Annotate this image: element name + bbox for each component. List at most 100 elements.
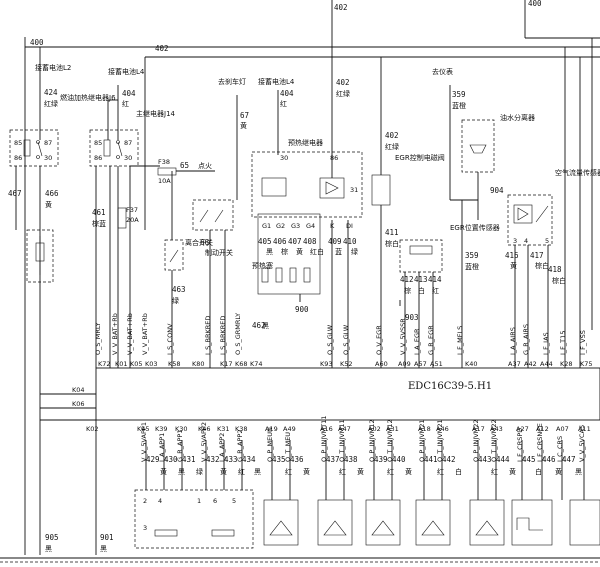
- wire-color: 棕白: [385, 239, 399, 248]
- svg-text:443: 443: [478, 455, 492, 464]
- crank-sensor: [511, 499, 553, 546]
- wire-label: 402: [155, 44, 169, 53]
- pin-label: 85: [94, 139, 102, 147]
- oil-separator-box: [461, 119, 495, 173]
- svg-text:O_T_MEU: O_T_MEU: [284, 432, 292, 462]
- cam-sensor: [569, 499, 600, 546]
- svg-text:O_S_GRMRLY: O_S_GRMRLY: [234, 313, 242, 355]
- relay-j-left: [9, 129, 59, 167]
- svg-text:K46: K46: [198, 425, 211, 433]
- svg-text:DI: DI: [346, 222, 353, 230]
- ecu-name: EDC16C39-5.H1: [408, 381, 492, 392]
- svg-text:K80: K80: [192, 360, 205, 368]
- svg-text:I_F_MFLS: I_F_MFLS: [456, 326, 464, 355]
- ecu-bottom-pins: K45 K39 K30 K46 K31 K38 A19 A49 A16 A47 …: [137, 425, 591, 433]
- svg-text:438: 438: [344, 455, 358, 464]
- svg-text:K39: K39: [155, 425, 168, 433]
- svg-text:黑: 黑: [266, 248, 273, 256]
- svg-text:黑: 黑: [178, 468, 185, 476]
- svg-text:433: 433: [224, 455, 238, 464]
- svg-text:黄: 黄: [357, 467, 364, 476]
- wire-color: 黑: [262, 322, 269, 330]
- wire-label: 66: [200, 238, 210, 247]
- svg-text:棕: 棕: [281, 247, 288, 256]
- wire-color: 绿: [172, 296, 179, 305]
- svg-text:K38: K38: [235, 425, 248, 433]
- wire-color: 黑: [45, 545, 52, 553]
- relay-switch: [117, 141, 123, 157]
- fuse-label: 20A: [126, 216, 139, 224]
- svg-text:I_S_BRKRED: I_S_BRKRED: [204, 316, 212, 355]
- svg-text:O_S_GLW: O_S_GLW: [342, 324, 350, 355]
- wire-color: 黄: [240, 121, 247, 130]
- wire-color: 黄: [510, 261, 517, 270]
- svg-text:I_S_CONV: I_S_CONV: [166, 323, 174, 355]
- wire-label: 67: [240, 111, 249, 120]
- svg-text:440: 440: [392, 455, 406, 464]
- wire-label: 402: [334, 3, 348, 12]
- pin-label: 30: [44, 154, 52, 162]
- wire-label: 404: [122, 89, 136, 98]
- svg-text:G_R_AIRS: G_R_AIRS: [522, 324, 530, 355]
- label: 去仪表: [432, 67, 453, 76]
- svg-text:447: 447: [562, 455, 576, 464]
- preheat-relay-switch: [261, 177, 287, 197]
- svg-text:黄: 黄: [405, 467, 412, 476]
- batt-label: 接蓄电池L2: [35, 63, 71, 72]
- glow-plug-outputs: G1 G2 G3 G4 K DI 405 406 407 408 409 410…: [258, 222, 358, 256]
- svg-text:G_R_APP1: G_R_APP1: [176, 430, 184, 462]
- svg-text:V_V_BAT+Rb: V_V_BAT+Rb: [141, 313, 149, 355]
- svg-text:V_V_5VAPP2: V_V_5VAPP2: [200, 422, 208, 462]
- wire-label: 402: [336, 78, 350, 87]
- svg-text:A27: A27: [516, 425, 529, 433]
- svg-text:A47: A47: [338, 425, 351, 433]
- svg-text:A44: A44: [540, 360, 553, 368]
- egr-sensor-box: [399, 239, 443, 273]
- svg-text:429: 429: [146, 455, 160, 464]
- svg-text:V_V_5VSSR: V_V_5VSSR: [399, 318, 407, 355]
- svg-text:A16: A16: [320, 425, 333, 433]
- wire-label: 900: [295, 305, 309, 314]
- svg-text:A09: A09: [398, 360, 411, 368]
- wire-color: 红: [432, 286, 439, 295]
- wire-color: 红绿: [385, 142, 399, 151]
- svg-text:K17: K17: [220, 360, 233, 368]
- svg-text:G3: G3: [291, 222, 300, 230]
- wire-label: 463: [172, 285, 186, 294]
- pin-label: 30: [124, 154, 132, 162]
- pin-label: 3: [513, 237, 517, 245]
- svg-text:O_T_INJVM22: O_T_INJVM22: [490, 419, 498, 462]
- injector-3: [415, 499, 451, 546]
- svg-text:I_F_IAS: I_F_IAS: [542, 332, 550, 355]
- svg-text:434: 434: [242, 455, 256, 464]
- ecu-bottom-signals: V_V_5VAPP1 I_A_APP1 G_R_APP1 V_V_5VAPP2 …: [140, 415, 586, 462]
- svg-text:G_R_APP2: G_R_APP2: [236, 430, 244, 462]
- svg-text:K28: K28: [560, 360, 573, 368]
- switch-label: 制动开关: [205, 248, 233, 257]
- svg-text:441: 441: [424, 455, 438, 464]
- svg-text:黑: 黑: [575, 468, 582, 476]
- svg-text:红白: 红白: [310, 247, 324, 256]
- svg-text:410: 410: [343, 237, 357, 246]
- amplifier-symbol: [325, 181, 339, 195]
- svg-text:I_F_VSS: I_F_VSS: [579, 330, 587, 355]
- svg-text:432: 432: [206, 455, 220, 464]
- wire-label: 905: [45, 533, 59, 542]
- clutch-switch-box: [164, 239, 184, 271]
- batt-label: 接蓄电池L4: [108, 67, 145, 76]
- wire-label: 400: [30, 38, 44, 47]
- heater-box: [26, 229, 54, 283]
- svg-text:3: 3: [143, 524, 147, 532]
- svg-text:O_S_GLW: O_S_GLW: [326, 324, 334, 355]
- svg-text:G1: G1: [262, 222, 271, 230]
- svg-text:K31: K31: [217, 425, 230, 433]
- relay-name: 预热继电器: [288, 138, 323, 147]
- relay-j14: [89, 129, 139, 167]
- svg-text:绿: 绿: [196, 467, 203, 476]
- wire-label: 402: [385, 131, 399, 140]
- svg-text:I_A_APP1: I_A_APP1: [158, 433, 166, 462]
- svg-text:2: 2: [143, 497, 147, 505]
- ecu-box: [95, 367, 600, 421]
- svg-text:A02: A02: [368, 425, 381, 433]
- pin-label: 30: [280, 154, 288, 162]
